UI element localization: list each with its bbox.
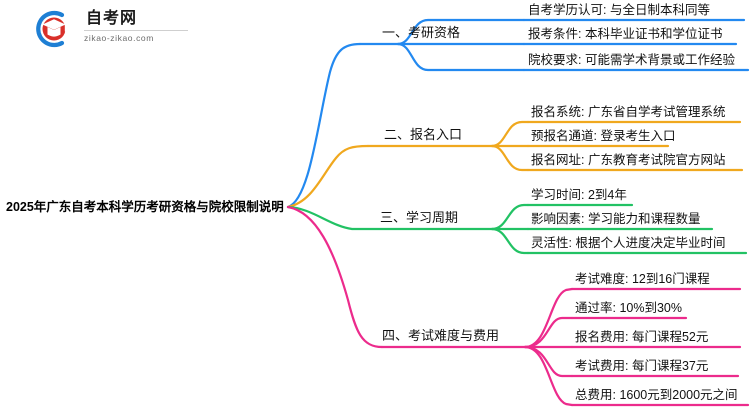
logo-domain: zikao-zikao.com	[84, 33, 154, 43]
leaf-node-1-1[interactable]: 自考学历认可: 与全日制本科同等	[528, 3, 710, 17]
leaf-node-2-2[interactable]: 预报名通道: 登录考生入口	[531, 129, 676, 143]
leaf-node-1-2[interactable]: 报考条件: 本科毕业证书和学位证书	[528, 27, 723, 41]
leaf-node-2-3[interactable]: 报名网址: 广东教育考试院官方网站	[531, 153, 726, 167]
leaf-node-4-5[interactable]: 总费用: 1600元到2000元之间	[575, 388, 738, 402]
branch-4-connectors	[286, 205, 750, 407]
branch-node-4[interactable]: 四、考试难度与费用	[382, 328, 500, 343]
graduation-cap-icon	[36, 10, 67, 48]
branch-3-connectors	[286, 203, 748, 255]
leaf-node-2-1[interactable]: 报名系统: 广东省自学考试管理系统	[531, 105, 726, 119]
root-node[interactable]: 2025年广东自考本科学历考研资格与院校限制说明	[6, 200, 284, 214]
site-logo[interactable]: 自考网 zikao-zikao.com	[28, 8, 188, 50]
logo-wordmark: 自考网 zikao-zikao.com	[84, 10, 188, 43]
branch-node-2[interactable]: 二、报名入口	[384, 127, 463, 142]
leaf-node-1-3[interactable]: 院校要求: 可能需学术背景或工作经验	[528, 53, 735, 67]
leaf-node-3-2[interactable]: 影响因素: 学习能力和课程数量	[531, 212, 701, 226]
branch-node-3[interactable]: 三、学习周期	[380, 210, 459, 225]
leaf-node-3-1[interactable]: 学习时间: 2到4年	[531, 188, 627, 202]
leaf-node-4-3[interactable]: 报名费用: 每门课程52元	[575, 330, 709, 344]
logo-title: 自考网	[86, 10, 138, 27]
logo-divider	[84, 30, 188, 31]
leaf-node-3-3[interactable]: 灵活性: 根据个人进度决定毕业时间	[531, 236, 726, 250]
branch-node-1[interactable]: 一、考研资格	[382, 25, 461, 40]
leaf-node-4-1[interactable]: 考试难度: 12到16门课程	[575, 272, 710, 286]
branch-1-connectors	[286, 18, 750, 209]
leaf-node-4-4[interactable]: 考试费用: 每门课程37元	[575, 359, 709, 373]
branch-2-connectors	[286, 120, 744, 209]
leaf-node-4-2[interactable]: 通过率: 10%到30%	[575, 301, 682, 315]
